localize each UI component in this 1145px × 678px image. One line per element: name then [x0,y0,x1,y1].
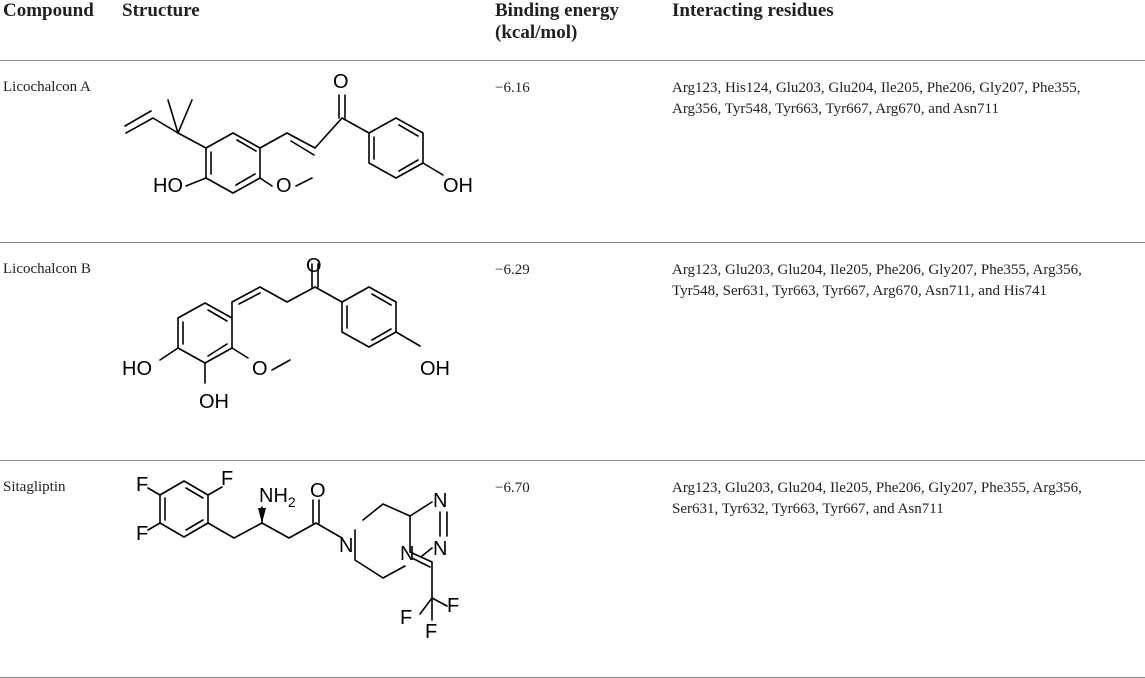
row2-rule [0,460,1145,461]
row2-ho-label: HO [122,358,152,380]
header-structure: Structure [122,0,200,21]
row2-compound: Licochalcon B [3,261,91,277]
row2-residues-line2: Tyr548, Ser631, Tyr663, Tyr667, Arg670, … [672,283,1048,299]
row3-residues-line2: Ser631, Tyr632, Tyr663, Tyr667, and Asn7… [672,501,944,517]
row1-residues-line1: Arg123, His124, Glu203, Glu204, Ile205, … [672,80,1081,96]
row2-oh-label: OH [420,358,450,380]
row3-fluoro3-label: F [221,468,233,490]
row1-binding-energy: −6.16 [495,80,530,96]
row2-structure: O HO O OH OH [122,255,450,413]
row3-n1-label: N [339,535,353,557]
row2-oh2-label: OH [199,391,229,413]
header-compound: Compound [3,0,94,21]
row2-methoxy-o-label: O [252,358,268,380]
header-residues: Interacting residues [672,0,834,21]
header-binding-energy-line2: (kcal/mol) [495,22,578,43]
row3-amine-label: NH2 [259,485,296,510]
row2-residues-line1: Arg123, Glu203, Glu204, Ile205, Phe206, … [672,262,1082,278]
row2-residues: Arg123, Glu203, Glu204, Ile205, Phe206, … [672,260,1082,302]
row3-fluoro2-label: F [136,523,148,545]
row2-binding-energy: −6.29 [495,262,530,278]
row1-structure: O HO O OH [124,71,473,197]
header-rule [0,60,1145,61]
row3-structure: F F F NH2 O N N N N F F F [136,468,459,643]
row3-n4-label: N [400,543,414,565]
row3-cf3-f1-label: F [400,607,412,629]
header-binding-energy: Binding energy (kcal/mol) [495,0,619,44]
row1-ho-label: HO [153,175,183,197]
header-binding-energy-line1: Binding energy [495,0,620,21]
row3-n2-label: N [433,490,447,512]
row1-compound: Licochalcon A [3,79,91,95]
row3-cf3-f3-label: F [425,621,437,643]
row3-residues-line1: Arg123, Glu203, Glu204, Ile205, Phe206, … [672,480,1082,496]
row3-compound: Sitagliptin [3,479,66,495]
row1-rule [0,242,1145,243]
row3-n3-label: N [433,538,447,560]
row1-oh-label: OH [443,175,473,197]
row3-oxo-label: O [310,480,326,502]
row3-residues: Arg123, Glu203, Glu204, Ile205, Phe206, … [672,478,1082,520]
row3-cf3-f2-label: F [447,595,459,617]
row1-residues-line2: Arg356, Tyr548, Tyr663, Tyr667, Arg670, … [672,101,999,117]
row3-fluoro1-label: F [136,474,148,496]
row1-methoxy-o-label: O [276,175,292,197]
row1-oxo-label: O [333,71,349,93]
row1-residues: Arg123, His124, Glu203, Glu204, Ile205, … [672,78,1080,120]
row3-binding-energy: −6.70 [495,480,530,496]
row2-oxo-label: O [306,255,322,277]
